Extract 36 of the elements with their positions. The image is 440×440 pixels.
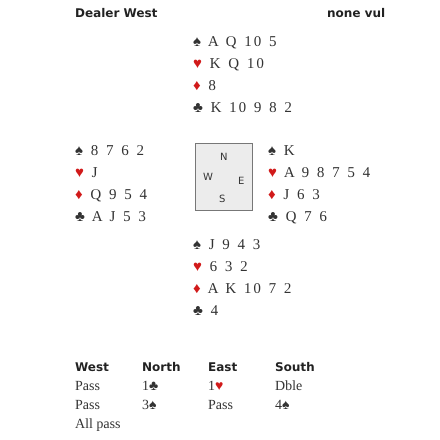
bid-text: 4♠: [275, 398, 290, 414]
hand-suit-line: ♣ Q 7 6: [268, 209, 329, 226]
hand-suit-line: ♦ J 6 3: [268, 187, 322, 204]
bid-text: 3♠: [142, 398, 156, 414]
bid-text: 1♣: [142, 379, 158, 395]
bid-text: Pass: [75, 379, 100, 395]
hand-suit-line: ♥ K Q 10: [193, 56, 266, 73]
hand-suit-line: ♠ 8 7 6 2: [75, 143, 146, 160]
compass-letter: E: [238, 176, 244, 187]
hand-suit-line: ♣ K 10 9 8 2: [193, 100, 294, 117]
heading-text: North: [142, 360, 180, 374]
hand-suit-line: ♣ A J 5 3: [75, 209, 148, 226]
compass-letter: S: [219, 194, 226, 205]
heading-text: Dealer West: [75, 6, 158, 20]
hand-suit-line: ♥ 6 3 2: [193, 259, 250, 276]
compass-letter: N: [220, 152, 228, 163]
hand-suit-line: ♦ 8: [193, 78, 218, 95]
hand-suit-line: ♥ A 9 8 7 5 4: [268, 165, 372, 182]
heading-text: none vul: [327, 6, 386, 20]
hand-suit-line: ♠ K: [268, 143, 297, 160]
bid-text: Pass: [208, 398, 233, 414]
heading-text: West: [75, 360, 109, 374]
heading-text: South: [275, 360, 315, 374]
bid-text: All pass: [75, 417, 120, 433]
compass-letter: W: [203, 172, 213, 183]
hand-suit-line: ♠ A Q 10 5: [193, 34, 278, 51]
hand-suit-line: ♠ J 9 4 3: [193, 237, 262, 254]
bid-text: Dble: [275, 379, 302, 395]
bid-text: 1♥: [208, 379, 224, 395]
hand-suit-line: ♥ J: [75, 165, 100, 182]
heading-text: East: [208, 360, 238, 374]
hand-suit-line: ♣ 4: [193, 303, 220, 320]
compass-box: [195, 143, 253, 211]
hand-suit-line: ♦ Q 9 5 4: [75, 187, 149, 204]
bid-text: Pass: [75, 398, 100, 414]
hand-suit-line: ♦ A K 10 7 2: [193, 281, 294, 298]
